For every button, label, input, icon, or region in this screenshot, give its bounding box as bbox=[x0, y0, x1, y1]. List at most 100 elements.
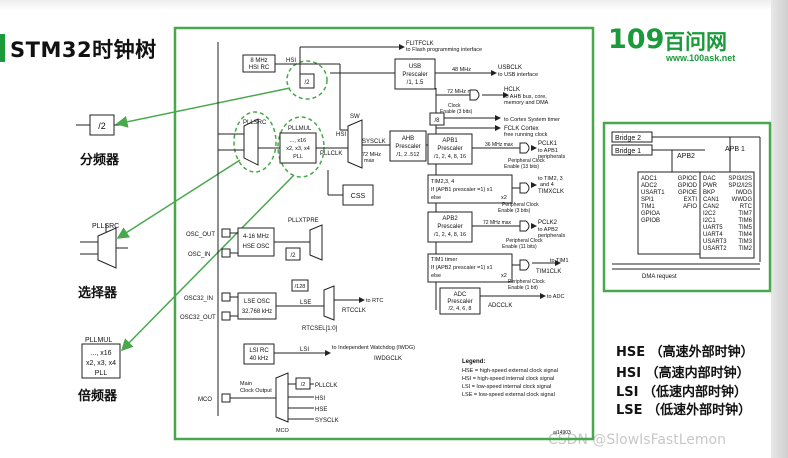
legend-lsi: LSI （低速内部时钟） bbox=[616, 385, 748, 400]
apb1-peripherals-col2: SPI3/I2S SPI2/I2S IWDG WWDG RTC TIM7 TIM… bbox=[728, 176, 752, 252]
cortex-timer-label: to Cortex System timer bbox=[504, 117, 560, 123]
usb-prescaler-l2: Prescaler bbox=[402, 72, 427, 78]
iwdgclk-label: IWDGCLK bbox=[374, 356, 402, 362]
pclk2-desc1: to APB2 bbox=[538, 227, 558, 233]
logo-url: www.100ask.net bbox=[666, 53, 736, 63]
svg-text:SPI2/I2S: SPI2/I2S bbox=[728, 183, 752, 189]
rtcsel-mux bbox=[323, 285, 335, 321]
sysclk-max2: max bbox=[364, 158, 375, 164]
div128-box bbox=[291, 279, 309, 292]
legend-hse: HSE （高速外部时钟） bbox=[616, 345, 754, 360]
top-shadow bbox=[0, 0, 771, 10]
svg-text:TIM1: TIM1 bbox=[641, 204, 655, 210]
highlight-divider bbox=[286, 60, 328, 100]
hse-div2-box bbox=[285, 247, 301, 261]
sw-hsi-label: HSI bbox=[336, 132, 346, 138]
svg-text:DAC: DAC bbox=[703, 176, 716, 182]
dma-request-label: DMA request bbox=[642, 274, 677, 280]
svg-text:PWR: PWR bbox=[703, 183, 718, 189]
legend-title: Legend: bbox=[462, 359, 485, 365]
tim1-rule2: If (APB2 prescaler =1) x1 bbox=[431, 265, 493, 271]
multiplier-example-title: PLLMUL bbox=[85, 337, 112, 344]
timxclk-label: TIMXCLK bbox=[538, 189, 564, 195]
arrow-to-multiplier bbox=[120, 174, 295, 352]
div8-box bbox=[429, 112, 445, 126]
tim234-rule2: else bbox=[431, 195, 441, 201]
hclk-desc2: memory and DMA bbox=[504, 100, 549, 106]
lsi-label: LSI bbox=[300, 347, 309, 353]
svg-text:IWDG: IWDG bbox=[736, 190, 753, 196]
lsi-rc-freq: 40 kHz bbox=[250, 356, 269, 362]
tim1-to: to TIM1 bbox=[550, 258, 569, 264]
adc-prescaler-box bbox=[439, 287, 481, 315]
apb2-l2: Prescaler bbox=[437, 224, 462, 230]
div128-label: /128 bbox=[295, 284, 306, 290]
hclk-label: HCLK bbox=[504, 87, 520, 93]
legend-line-lsi: LSI = low-speed internal clock signal bbox=[462, 384, 551, 390]
fclk-label: FCLK Cortex bbox=[504, 126, 539, 132]
clock-tree-frame bbox=[173, 26, 595, 441]
highlight-selector bbox=[233, 111, 277, 173]
svg-text:TIM3: TIM3 bbox=[738, 239, 752, 245]
right-edge-bar bbox=[771, 0, 788, 458]
svg-text:GPIOD: GPIOD bbox=[678, 183, 698, 189]
sw-label: SW bbox=[350, 114, 360, 120]
tim234-to2: and 4 bbox=[540, 182, 554, 188]
tim1-rule3: else bbox=[431, 273, 441, 279]
svg-text:USART1: USART1 bbox=[641, 190, 665, 196]
svg-text:ADC1: ADC1 bbox=[641, 176, 658, 182]
legend-lse: LSE （低速外部时钟） bbox=[616, 403, 752, 418]
rtcclk-label: RTCCLK bbox=[342, 308, 366, 314]
svg-text:RTC: RTC bbox=[740, 204, 753, 210]
pclk2-label: PCLK2 bbox=[538, 220, 558, 226]
lse-osc-freq: 32.768 kHz bbox=[242, 309, 272, 315]
flitfclk-label: FLITFCLK bbox=[406, 41, 434, 47]
svg-text:TIM6: TIM6 bbox=[738, 218, 752, 224]
apb2-peripherals-col1: ADC1 ADC2 USART1 SPI1 TIM1 GPIOA GPIOB bbox=[641, 176, 665, 224]
apb2-peripherals-box bbox=[637, 171, 701, 255]
svg-text:GPIOC: GPIOC bbox=[678, 176, 698, 182]
clock-enable3-l1: Clock bbox=[448, 103, 461, 109]
hclk-max: 72 MHz max bbox=[447, 89, 478, 95]
svg-text:BKP: BKP bbox=[703, 190, 715, 196]
mco-in-pllclk: PLLCLK bbox=[315, 383, 337, 389]
multiplier-caption: 倍频器 bbox=[78, 389, 118, 404]
mco-in-hse: HSE bbox=[315, 407, 327, 413]
pllsrc-mux bbox=[243, 118, 259, 166]
pclk1-desc1: to APB1 bbox=[538, 148, 558, 154]
periph-enable11-l2: Enable (11 bits) bbox=[502, 244, 537, 250]
rtcsel-label: RTCSEL[1:0] bbox=[302, 326, 338, 332]
ahb-l1: AHB bbox=[402, 136, 414, 142]
flitfclk-desc: to Flash programming interface bbox=[406, 47, 482, 53]
mco-sel-label: MCO bbox=[276, 428, 290, 434]
arrow-to-selector bbox=[116, 159, 241, 239]
rtc-to: to RTC bbox=[366, 298, 383, 304]
svg-text:CAN2: CAN2 bbox=[703, 204, 720, 210]
usb-freq: 48 MHz bbox=[452, 67, 471, 73]
pclk2-desc2: peripherals bbox=[538, 233, 565, 239]
apb2-l3: /1, 2, 4, 8, 16 bbox=[434, 232, 466, 238]
legend-line-hsi: HSI = high-speed internal clock signal bbox=[462, 376, 554, 382]
bridge1-label: Bridge 1 bbox=[615, 148, 641, 155]
lsi-rc-label: LSI RC bbox=[249, 348, 269, 354]
hsi-div2-box bbox=[299, 73, 315, 89]
usbclk-desc: to USB interface bbox=[498, 72, 538, 78]
adc-l2: Prescaler bbox=[447, 299, 472, 305]
osc32-out-label: OSC32_OUT bbox=[180, 315, 216, 321]
apb1-peripherals-col1: DAC PWR BKP CAN1 CAN2 I2C2 I2C1 UART5 UA… bbox=[703, 176, 727, 252]
usb-prescaler-box bbox=[394, 58, 436, 90]
hse-osc-label: HSE OSC bbox=[242, 244, 270, 250]
usb-prescaler-l1: USB bbox=[409, 64, 421, 70]
pll-line1: ..., x16 bbox=[290, 138, 307, 144]
hse-div2-label: /2 bbox=[290, 253, 296, 259]
lsi-rc-box bbox=[243, 343, 275, 365]
svg-text:GPIOA: GPIOA bbox=[641, 211, 660, 217]
adcclk-label: ADCCLK bbox=[488, 303, 512, 309]
periph-enable11-l1: Peripheral Clock bbox=[506, 238, 543, 244]
osc32-in-label: OSC32_IN bbox=[184, 296, 213, 302]
svg-text:I2C2: I2C2 bbox=[703, 211, 716, 217]
apb2-max: 72 MHz max bbox=[483, 220, 512, 226]
multiplier-example-line1: ..., x16 bbox=[90, 350, 111, 357]
svg-text:GPIOB: GPIOB bbox=[641, 218, 660, 224]
multiplier-example-box bbox=[81, 343, 121, 379]
